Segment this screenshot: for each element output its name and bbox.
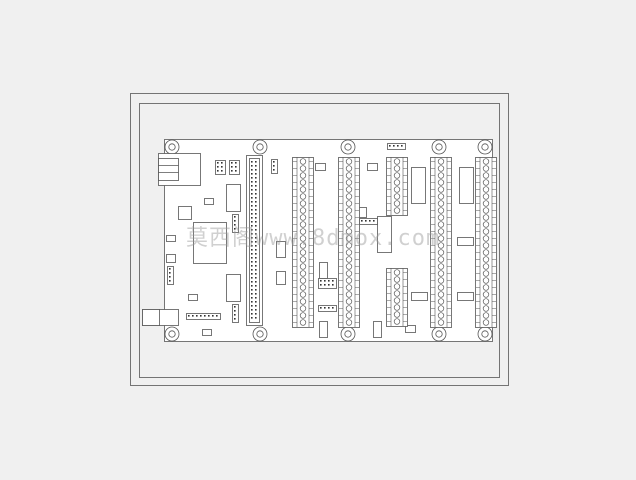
component-small [202, 329, 212, 336]
component-small [166, 235, 176, 242]
outer-enclosure-frame [130, 93, 509, 386]
pin-header [271, 159, 278, 174]
mounting-hole [164, 139, 180, 155]
terminal-block [430, 157, 452, 328]
component-small [319, 321, 328, 338]
terminal-block [338, 157, 360, 328]
power-jack-terminal [142, 309, 160, 326]
terminal-block [386, 157, 408, 216]
component-tall [377, 216, 392, 253]
component-small [457, 237, 474, 246]
component-small [457, 292, 474, 301]
mounting-hole [477, 139, 493, 155]
component-small [367, 163, 378, 171]
component-small [204, 198, 214, 205]
component-tall [226, 274, 241, 302]
ribbon-header-pins [251, 161, 257, 319]
ribbon-header-inner [249, 158, 260, 323]
pin-header [318, 278, 337, 289]
component-small [405, 325, 416, 333]
pin-header [167, 266, 174, 285]
pin-header [318, 305, 337, 312]
component-tall [411, 167, 426, 204]
component-small [188, 294, 198, 301]
mounting-hole [477, 326, 493, 342]
component-tall [459, 167, 474, 204]
component-small [319, 262, 328, 279]
pin-header [232, 214, 239, 233]
pin-header [229, 160, 240, 175]
component-small [166, 254, 176, 263]
mounting-hole [431, 326, 447, 342]
mounting-hole [340, 326, 356, 342]
pin-header [215, 160, 226, 175]
component-small [276, 271, 286, 285]
terminal-blocks [292, 157, 497, 328]
mounting-hole [252, 326, 268, 342]
pin-header [232, 304, 239, 323]
cpu-chip [193, 222, 227, 264]
component-small [373, 321, 382, 338]
watermark-text: 莫西阁www.8dmox.com [186, 226, 441, 251]
component-small [315, 163, 326, 171]
pin-headers [167, 143, 406, 323]
pin-header [387, 143, 406, 150]
terminal-block [292, 157, 314, 328]
mounting-hole [340, 139, 356, 155]
component-small [411, 292, 428, 301]
pin-header [186, 313, 221, 320]
terminal-block [386, 268, 408, 327]
mounting-holes [164, 139, 493, 342]
inner-enclosure-frame [139, 103, 500, 378]
component-small [178, 206, 192, 220]
component-small [276, 241, 286, 258]
rj45-jack-inner [158, 158, 179, 181]
mounting-hole [164, 326, 180, 342]
terminal-block [475, 157, 497, 328]
mounting-hole [252, 139, 268, 155]
component-tall [226, 184, 241, 212]
mounting-hole [431, 139, 447, 155]
